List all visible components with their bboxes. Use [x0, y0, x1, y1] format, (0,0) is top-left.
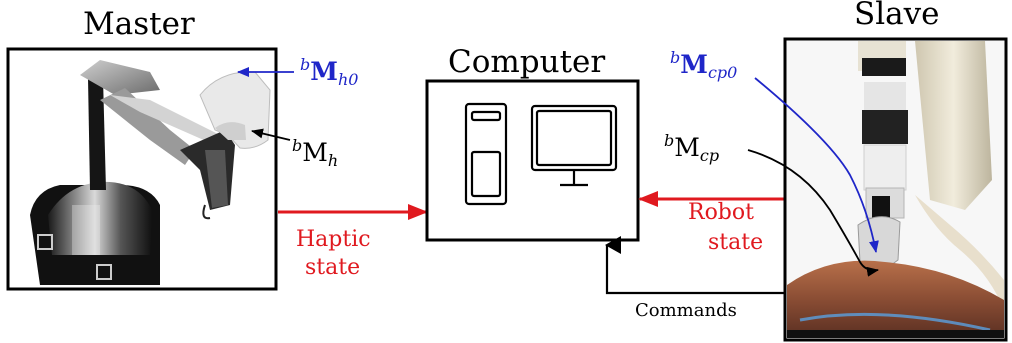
mcp-arrow	[747, 149, 879, 277]
master-title: Master	[83, 6, 195, 42]
robot-state-label-1: Robot	[688, 200, 754, 225]
monitor-icon	[530, 104, 618, 187]
haptic-state-label-2: state	[305, 255, 360, 280]
mcp-label: bMcp	[664, 131, 719, 165]
mcp0-arrow	[754, 77, 879, 253]
computer-box	[425, 79, 640, 242]
slave-title: Slave	[854, 0, 940, 32]
mh-arrow	[251, 128, 291, 141]
commands-arrow	[605, 236, 784, 295]
mcp0-label: bMcp0	[670, 48, 737, 82]
mh-label: bMh	[292, 136, 338, 170]
master-photo	[6, 47, 278, 291]
haptic-state-label-1: Haptic	[296, 227, 371, 252]
tower-icon	[464, 102, 508, 206]
robot-state-label-2: state	[708, 230, 763, 255]
slave-photo	[783, 37, 1008, 342]
mh0-label: bMh0	[300, 55, 358, 89]
computer-title: Computer	[448, 44, 605, 80]
commands-label: Commands	[635, 300, 737, 321]
